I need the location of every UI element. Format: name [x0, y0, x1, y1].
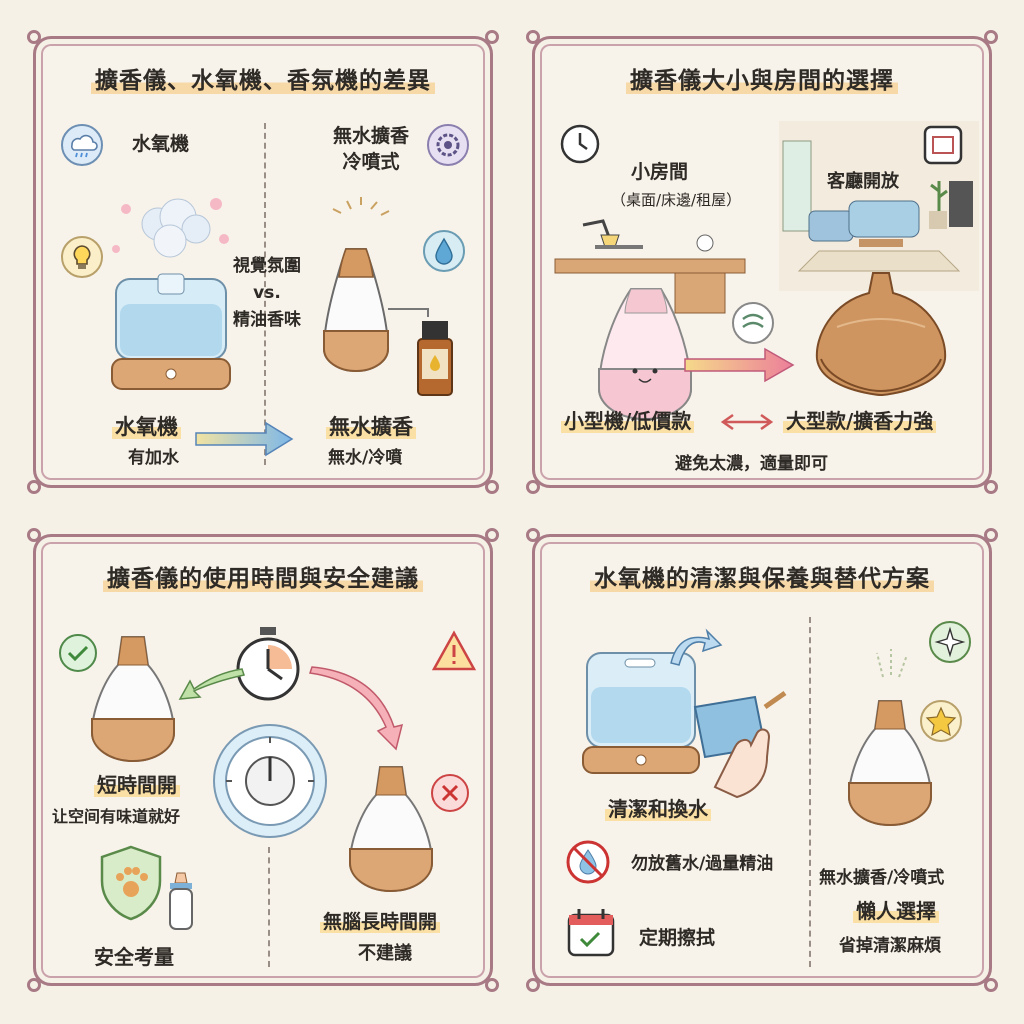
large-label: 大型款/擴香力強 — [783, 405, 937, 434]
swirl-icon — [732, 302, 774, 344]
left-sub: 有加水 — [128, 448, 179, 468]
stopwatch-icon — [236, 627, 300, 701]
warning-icon — [431, 630, 477, 671]
timer-dial-icon — [213, 724, 327, 838]
panel-title: 水氧機的清潔與保養與替代方案 — [535, 559, 989, 593]
panel-size-and-room: 擴香儀大小與房間的選擇 小房間 （桌面/床邊/租屋） 客廳開放 — [526, 30, 998, 494]
right-sub: 無水/冷噴 — [328, 448, 403, 468]
living-room-illustration — [779, 121, 979, 291]
panel-title: 擴香儀的使用時間與安全建議 — [36, 559, 490, 593]
large-diffuser-illustration — [815, 272, 947, 397]
calendar-check-icon — [567, 909, 615, 957]
left-label: 水氧機 — [112, 411, 181, 441]
warn-label: 勿放舊水/過量精油 — [631, 854, 774, 874]
curved-arrow-icon — [670, 628, 723, 666]
panel-usage-time-safety: 擴香儀的使用時間與安全建議 短 — [27, 528, 499, 992]
right-label-2: 懶人選擇 — [853, 895, 939, 924]
hand-cloth-illustration — [693, 690, 787, 799]
living-room-label: 客廳開放 — [827, 171, 899, 192]
no-water-icon — [566, 840, 610, 884]
center-text: 視覺氛圍 vs. 精油香味 — [233, 256, 301, 330]
panel-diffuser-differences: 擴香儀、水氧機、香氛機的差異 水氧機 視覺氛圍 vs. 精油香味 無水擴香 冷噴… — [27, 30, 499, 494]
safety-label: 安全考量 — [94, 945, 174, 969]
double-arrow-icon — [720, 413, 774, 431]
cloud-rain-icon — [61, 124, 103, 166]
water-drop-icon — [423, 230, 465, 272]
left-heading: 水氧機 — [132, 133, 190, 155]
arrow-right-icon — [195, 421, 294, 457]
right-label: 無水擴香 — [326, 411, 416, 441]
clock-icon — [560, 124, 600, 164]
panel-title: 擴香儀、水氧機、香氛機的差異 — [36, 61, 490, 95]
right-label-1: 無水擴香/冷噴式 — [819, 868, 945, 888]
waterless-diffuser-illustration — [847, 649, 933, 826]
right-label-3: 省掉清潔麻煩 — [839, 936, 941, 956]
desk-illustration — [554, 219, 746, 314]
small-diffuser-illustration — [597, 288, 693, 420]
diffuser-long-use-illustration — [348, 766, 434, 892]
waterless-diffuser-illustration — [322, 197, 453, 396]
check-icon — [59, 634, 97, 672]
left-sub: 让空间有味道就好 — [52, 807, 181, 826]
panel-title: 擴香儀大小與房間的選擇 — [535, 61, 989, 95]
cross-icon — [431, 774, 469, 812]
sparkle-icon — [929, 621, 971, 663]
water-tank-illustration — [582, 652, 700, 774]
clean-label: 清潔和換水 — [605, 793, 711, 822]
humidifier-illustration — [111, 198, 231, 390]
arrow-right-icon — [684, 347, 795, 383]
panel-cleaning-and-alternative: 水氧機的清潔與保養與替代方案 清潔和換水 勿放舊水/過量精油 定期擦拭 — [526, 528, 998, 992]
gear-icon — [427, 124, 469, 166]
small-room-label: 小房間 — [631, 161, 689, 183]
small-label: 小型機/低價款 — [561, 405, 695, 434]
star-icon — [920, 700, 962, 742]
wipe-label: 定期擦拭 — [639, 927, 716, 949]
note-text: 避免太濃，適量即可 — [675, 454, 828, 474]
baby-bottle-icon — [169, 872, 193, 930]
shield-paw-icon — [100, 845, 162, 921]
lightbulb-icon — [61, 236, 103, 278]
right-sub: 不建議 — [358, 943, 412, 964]
arrow-down-right-icon — [309, 666, 404, 751]
arrow-left-icon — [178, 668, 245, 700]
right-label: 無腦長時間開 — [320, 907, 441, 934]
left-label: 短時間開 — [94, 769, 180, 798]
right-heading: 無水擴香 冷噴式 — [332, 125, 409, 173]
diffuser-short-use-illustration — [90, 636, 176, 762]
small-room-sub: （桌面/床邊/租屋） — [611, 191, 742, 209]
picture-frame-icon — [923, 125, 963, 165]
